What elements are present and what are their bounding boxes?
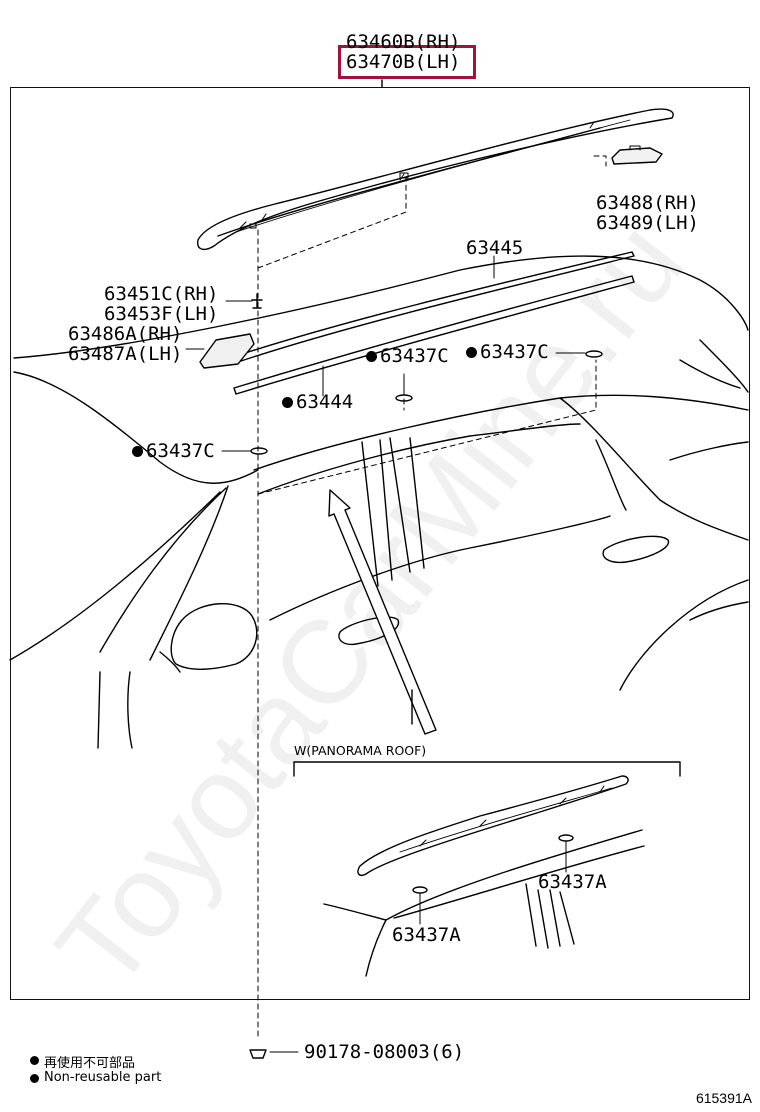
label-63488[interactable]: 63488(RH)	[596, 192, 699, 214]
legend-japanese: 再使用不可部品	[44, 1056, 136, 1071]
selected-part-highlight	[338, 45, 476, 79]
label-63489[interactable]: 63489(LH)	[596, 212, 699, 234]
non-reusable-bullet	[366, 351, 377, 362]
label-63437a-2[interactable]: 63437A	[392, 924, 461, 946]
non-reusable-bullet	[132, 446, 143, 457]
legend-bullet	[30, 1074, 39, 1083]
diagram-frame	[10, 87, 750, 1000]
label-63487a[interactable]: 63487A(LH)	[68, 343, 183, 365]
non-reusable-bullet	[466, 347, 477, 358]
label-63453f[interactable]: 63453F(LH)	[104, 303, 219, 325]
label-63445[interactable]: 63445	[466, 237, 524, 259]
label-63444[interactable]: 63444	[296, 391, 354, 413]
label-63437c-a[interactable]: 63437C	[380, 345, 449, 367]
label-63470b[interactable]: 63470B(LH)	[346, 51, 461, 73]
non-reusable-bullet	[282, 397, 293, 408]
subview-title: W(PANORAMA ROOF)	[294, 743, 427, 758]
diagram-code: 615391A	[695, 1090, 752, 1106]
label-63437c-b[interactable]: 63437C	[480, 341, 549, 363]
label-63437c-c[interactable]: 63437C	[146, 440, 215, 462]
label-90178[interactable]: 90178-08003(6)	[304, 1041, 465, 1063]
label-63451c[interactable]: 63451C(RH)	[104, 283, 219, 305]
legend-bullet	[30, 1056, 39, 1065]
label-63460b[interactable]: 63460B(RH)	[346, 31, 461, 53]
label-63437a-1[interactable]: 63437A	[538, 871, 607, 893]
label-63486a[interactable]: 63486A(RH)	[68, 323, 183, 345]
legend-english: Non-reusable part	[44, 1070, 162, 1085]
